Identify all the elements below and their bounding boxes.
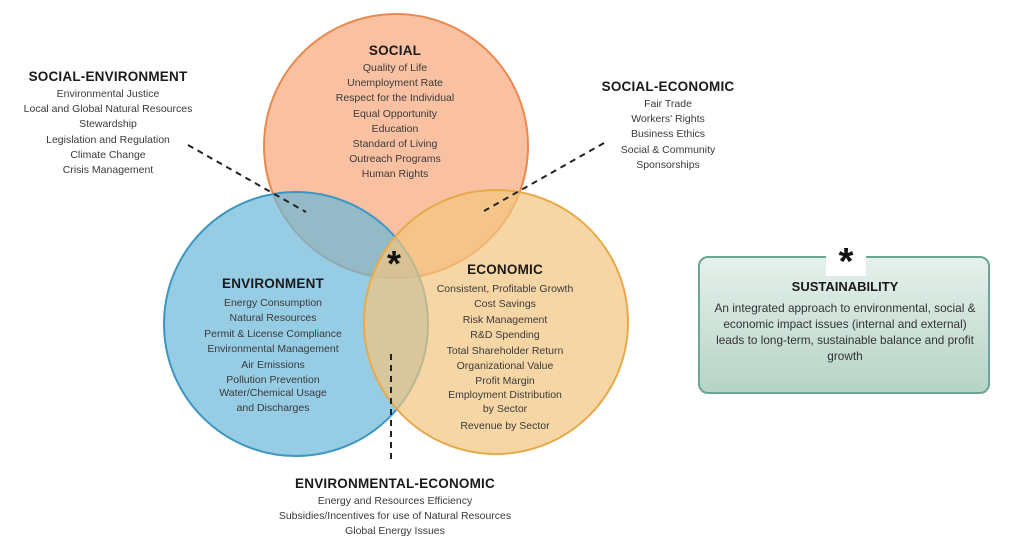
sustainability-box — [698, 256, 990, 394]
list-item: Local and Global Natural Resources — [23, 103, 193, 116]
social-economic-connector — [483, 142, 605, 212]
social-items: Quality of Life Unemployment Rate Respec… — [290, 61, 500, 183]
social-environment-block: SOCIAL-ENVIRONMENT Environmental Justice… — [8, 69, 208, 178]
list-item: Global Energy Issues — [345, 525, 445, 538]
list-item: Total Shareholder Return — [446, 344, 564, 357]
economic-circle — [363, 189, 629, 455]
social-economic-items: Fair Trade Workers' Rights Business Ethi… — [588, 97, 748, 173]
list-item: Equal Opportunity — [352, 107, 438, 120]
environmental-economic-items: Energy and Resources Efficiency Subsidie… — [255, 494, 535, 540]
list-item: Stewardship — [79, 118, 137, 131]
list-item: Outreach Programs — [349, 153, 441, 166]
list-item: R&D Spending — [470, 329, 540, 342]
environmental-economic-title: ENVIRONMENTAL-ECONOMIC — [295, 476, 495, 491]
list-item: Subsidies/Incentives for use of Natural … — [278, 510, 512, 523]
social-economic-block: SOCIAL-ECONOMIC Fair Trade Workers' Righ… — [588, 79, 748, 173]
economic-items: Consistent, Profitable Growth Cost Savin… — [400, 282, 610, 434]
list-item: Workers' Rights — [631, 113, 705, 126]
list-item: Legislation and Regulation — [46, 133, 170, 146]
sustainability-description: An integrated approach to environmental,… — [714, 301, 976, 363]
list-item: Education — [371, 122, 419, 135]
list-item: Pollution Prevention — [226, 374, 320, 387]
list-item: Unemployment Rate — [347, 77, 443, 90]
center-asterisk-icon: * — [386, 243, 401, 284]
social-title: SOCIAL — [368, 43, 422, 58]
environment-title: ENVIRONMENT — [222, 276, 324, 291]
list-item: Natural Resources — [229, 312, 317, 325]
list-item: Cost Savings — [474, 298, 536, 311]
environmental-economic-block: ENVIRONMENTAL-ECONOMIC Energy and Resour… — [255, 476, 535, 540]
list-item: Organizational Value — [456, 360, 554, 373]
list-item: Human Rights — [361, 168, 429, 181]
list-item: Profit Margin — [475, 375, 535, 388]
list-item: Revenue by Sector — [460, 419, 550, 432]
list-item: Climate Change — [70, 148, 146, 161]
list-item: Energy Consumption — [223, 297, 323, 309]
list-item: Business Ethics — [630, 128, 706, 141]
list-item: Quality of Life — [362, 62, 428, 74]
sustainability-title: SUSTAINABILITY — [791, 279, 899, 294]
social-environment-connector — [187, 144, 307, 213]
list-item: Energy and Resources Efficiency — [317, 495, 473, 507]
list-item: Risk Management — [462, 313, 548, 326]
list-item: Fair Trade — [644, 98, 692, 110]
list-item: Social & Community — [620, 143, 716, 156]
list-item: Permit & License Compliance — [204, 327, 342, 340]
list-item: and Discharges — [236, 401, 310, 414]
list-item: Water/Chemical Usage — [219, 387, 327, 400]
list-item: Respect for the Individual — [335, 92, 455, 105]
list-item: Environmental Management — [207, 343, 339, 356]
economic-title: ECONOMIC — [467, 262, 543, 277]
list-item: Standard of Living — [352, 138, 438, 151]
list-item: Crisis Management — [62, 164, 154, 177]
environment-items: Energy Consumption Natural Resources Per… — [168, 296, 378, 417]
social-economic-title: SOCIAL-ECONOMIC — [601, 79, 735, 94]
list-item: Environmental Justice — [56, 88, 160, 100]
sustainability-asterisk-icon: * — [826, 236, 866, 283]
list-item: Sponsorships — [636, 158, 700, 171]
economic-block: ECONOMIC Consistent, Profitable Growth C… — [400, 262, 610, 434]
social-environment-title: SOCIAL-ENVIRONMENT — [28, 69, 188, 84]
environment-block: ENVIRONMENT Energy Consumption Natural R… — [168, 276, 378, 417]
list-item: Consistent, Profitable Growth — [436, 283, 574, 295]
social-environment-items: Environmental Justice Local and Global N… — [8, 87, 208, 178]
list-item: by Sector — [482, 403, 528, 416]
list-item: Employment Distribution — [448, 388, 562, 401]
social-block: SOCIAL Quality of Life Unemployment Rate… — [290, 43, 500, 183]
list-item: Air Emissions — [241, 358, 305, 371]
